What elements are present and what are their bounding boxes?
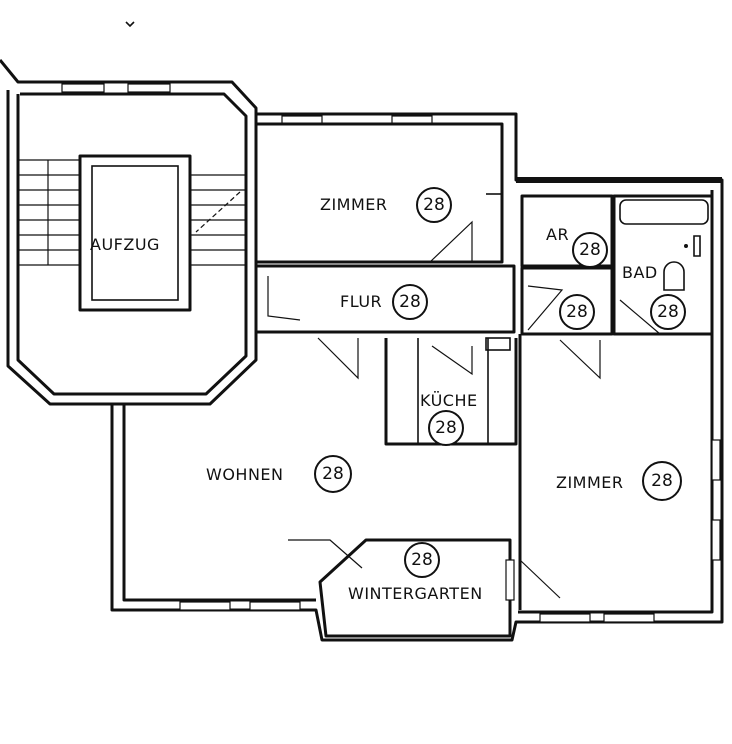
room-label-wohnen: WOHNEN <box>206 465 284 484</box>
apartment-walls <box>110 112 724 642</box>
stairs-left <box>18 159 80 266</box>
room-code-ar: 28 <box>579 240 601 260</box>
room-ar: AR 28 <box>546 225 608 268</box>
room-code-storage: 28 <box>566 302 588 322</box>
room-zimmer-2: ZIMMER 28 <box>556 461 682 501</box>
room-wohnen: WOHNEN 28 <box>206 455 352 493</box>
room-code-kueche: 28 <box>435 418 457 438</box>
room-storage-lower: 28 <box>559 294 595 330</box>
room-code-bad: 28 <box>657 302 679 322</box>
room-code-zimmer-2: 28 <box>651 471 673 491</box>
room-code-wohnen: 28 <box>322 464 344 484</box>
room-code-zimmer-1: 28 <box>423 195 445 215</box>
elevator-shaft <box>78 154 192 312</box>
stairwell: AUFZUG <box>0 59 258 406</box>
room-bad: BAD 28 <box>622 263 686 330</box>
room-wintergarten: 28 WINTERGARTEN <box>348 542 483 603</box>
room-label-wintergarten: WINTERGARTEN <box>348 584 483 603</box>
room-label-aufzug: AUFZUG <box>90 235 160 254</box>
room-kueche: KÜCHE 28 <box>420 391 478 446</box>
room-code-flur: 28 <box>399 292 421 312</box>
room-label-zimmer-1: ZIMMER <box>320 195 388 214</box>
room-label-ar: AR <box>546 225 569 244</box>
room-code-wintergarten: 28 <box>411 550 433 570</box>
room-label-flur: FLUR <box>340 292 382 311</box>
room-label-bad: BAD <box>622 263 658 282</box>
room-zimmer-1: ZIMMER 28 <box>320 187 452 223</box>
north-mark <box>125 21 135 28</box>
room-label-zimmer-2: ZIMMER <box>556 473 624 492</box>
room-label-kueche: KÜCHE <box>420 391 478 410</box>
stairs-right <box>190 174 246 266</box>
room-flur: FLUR 28 <box>340 284 428 320</box>
